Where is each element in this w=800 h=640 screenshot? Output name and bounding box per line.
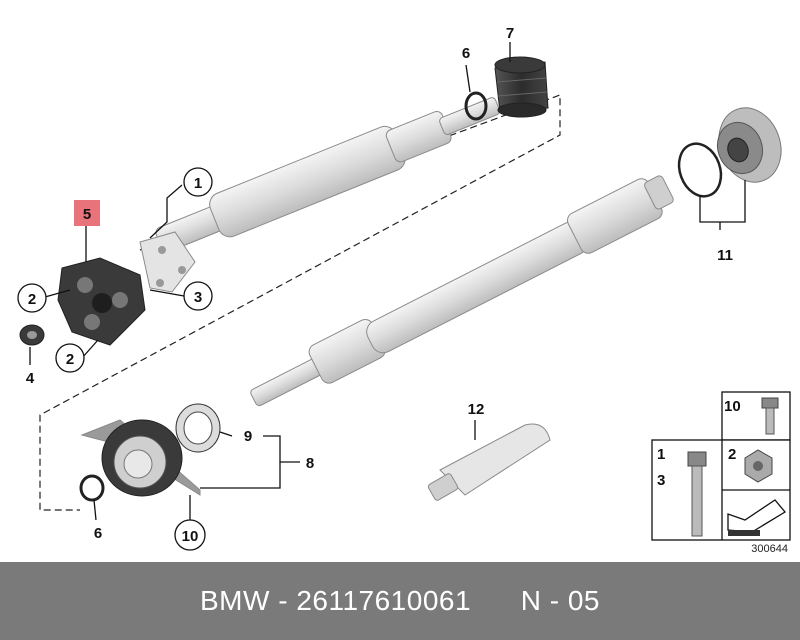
callout-7: 7 xyxy=(506,25,514,42)
callout-10: 10 xyxy=(174,519,206,551)
legend-label-3: 3 xyxy=(657,472,665,489)
callout-6-bottom: 6 xyxy=(94,525,102,542)
callout-9: 9 xyxy=(244,428,252,445)
footer-brand: BMW xyxy=(200,585,270,616)
snap-ring-11 xyxy=(677,142,723,198)
callout-11: 11 xyxy=(717,247,733,264)
callout-6-top: 6 xyxy=(462,45,470,62)
svg-text:3: 3 xyxy=(194,289,202,306)
snap-ring-top xyxy=(464,91,488,121)
callout-2-top: 2 xyxy=(17,283,47,313)
screw-icon xyxy=(761,397,779,435)
leader-lines xyxy=(29,42,746,521)
parts-diagram: 1 5 2 3 2 4 6 7 11 9 8 6 10 12 10 1 3 2 xyxy=(17,25,791,555)
roller-bearing xyxy=(175,403,221,453)
lower-drive-shaft xyxy=(250,175,674,407)
svg-text:1: 1 xyxy=(194,175,202,192)
callout-5-highlight: 5 xyxy=(74,200,100,226)
footer-separator: - xyxy=(278,585,289,616)
hardware-legend: 10 1 3 2 xyxy=(651,391,791,541)
center-bearing xyxy=(80,419,201,497)
tightening-arrow-icon xyxy=(727,499,786,536)
callout-3: 3 xyxy=(183,281,213,311)
footer-bar: BMW - 26117610061 N - 05 xyxy=(0,562,800,640)
footer-page: N - 05 xyxy=(520,585,600,616)
callout-12: 12 xyxy=(468,401,485,418)
svg-text:2: 2 xyxy=(66,351,74,368)
legend-label-2: 2 xyxy=(728,446,736,463)
nut-icon xyxy=(744,449,773,483)
svg-text:10: 10 xyxy=(182,528,199,545)
shaft-flange xyxy=(139,231,196,293)
flange-hub xyxy=(716,107,782,183)
callout-2-bottom: 2 xyxy=(55,343,85,373)
bolt-icon xyxy=(687,451,707,537)
svg-text:2: 2 xyxy=(28,291,36,308)
bushing xyxy=(19,324,45,346)
legend-label-10: 10 xyxy=(724,398,741,415)
callout-4: 4 xyxy=(26,370,35,387)
footer-part-info: BMW - 26117610061 N - 05 xyxy=(200,585,600,617)
footer-part-number: 26117610061 xyxy=(296,585,472,616)
flex-disc xyxy=(57,257,146,346)
callout-1: 1 xyxy=(183,167,213,197)
callout-8: 8 xyxy=(306,455,314,472)
grease-tube xyxy=(427,423,551,501)
reference-number: 300644 xyxy=(751,543,788,555)
legend-label-1: 1 xyxy=(657,446,665,463)
snap-ring-bottom xyxy=(79,474,105,502)
svg-text:5: 5 xyxy=(83,206,91,223)
boot xyxy=(494,56,549,118)
